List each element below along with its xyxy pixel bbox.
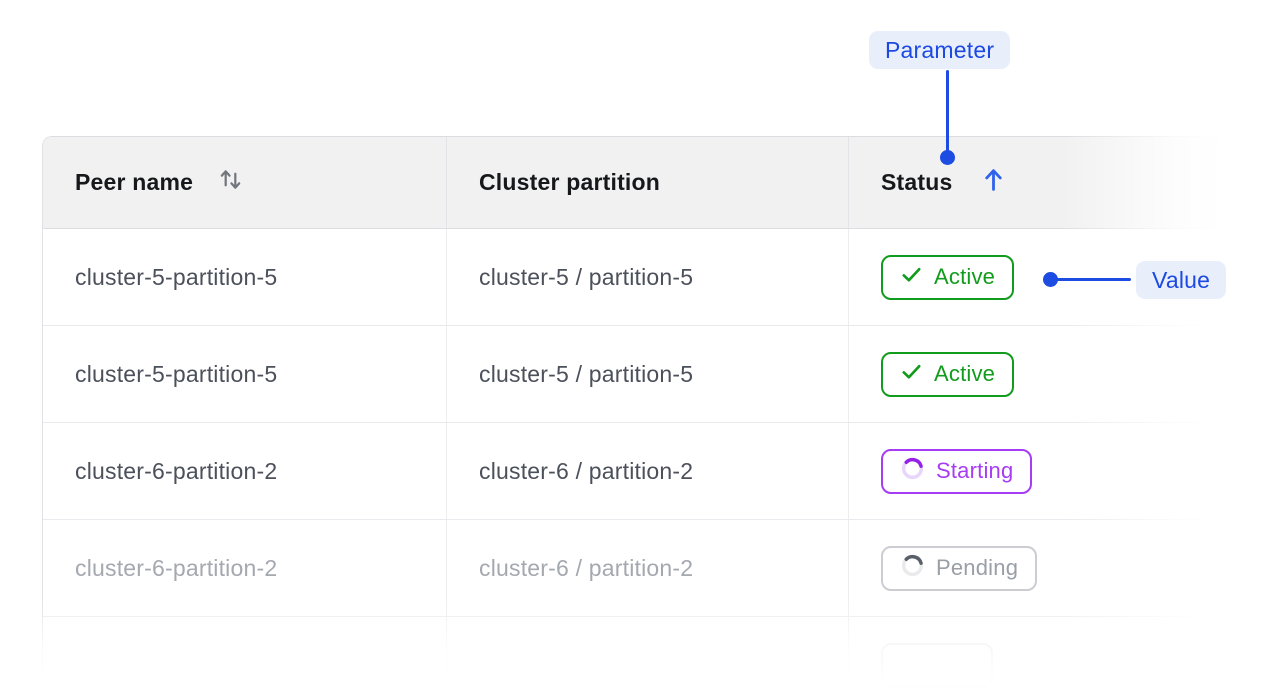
- status-badge-partial: [881, 643, 993, 688]
- table-header-row: Peer name Cluster partition Status: [43, 137, 1272, 229]
- value-callout-label: Value: [1152, 266, 1211, 293]
- sort-toggle-icon: [217, 166, 244, 199]
- value-connector-dot: [1043, 272, 1058, 287]
- cell-status: Active: [849, 326, 1272, 422]
- cell-peer-name: cluster-5-partition-5: [43, 229, 447, 325]
- parameter-connector-line: [946, 70, 949, 151]
- value-callout-chip: Value: [1136, 261, 1227, 299]
- status-badge-active: Active: [881, 254, 1015, 300]
- cell-peer-name: cluster-6-partition-2: [43, 520, 447, 616]
- cell-cluster-partition: cluster-5 / partition-5: [447, 326, 849, 422]
- cell-peer-name: cluster-5-partition-5: [43, 326, 447, 422]
- cell-cluster-partition: [447, 617, 849, 688]
- status-badge-label: Active: [934, 361, 996, 386]
- parameter-connector-dot: [940, 150, 955, 165]
- cell-cluster-partition: cluster-5 / partition-5: [447, 229, 849, 325]
- spinner-icon: [900, 553, 925, 584]
- value-connector-line: [1051, 278, 1131, 281]
- peers-table: Peer name Cluster partition Status: [42, 136, 1272, 688]
- parameter-callout-label: Parameter: [885, 36, 995, 63]
- table-row: [43, 617, 1272, 688]
- column-header-peer-name[interactable]: Peer name: [43, 137, 447, 228]
- cell-status: [849, 617, 1272, 688]
- status-badge-active: Active: [881, 351, 1015, 397]
- cell-status: Active: [849, 229, 1272, 325]
- status-badge-pending: Pending: [881, 545, 1038, 591]
- column-header-status[interactable]: Status: [849, 137, 1272, 228]
- status-badge-label: Pending: [936, 555, 1019, 580]
- table-row: cluster-6-partition-2 cluster-6 / partit…: [43, 520, 1272, 617]
- cell-peer-name: cluster-6-partition-2: [43, 423, 447, 519]
- cell-status: Pending: [849, 520, 1272, 616]
- cell-status: Starting: [849, 423, 1272, 519]
- sort-ascending-icon: [981, 166, 1006, 199]
- column-header-cluster-partition[interactable]: Cluster partition: [447, 137, 849, 228]
- column-header-label: Status: [881, 169, 953, 195]
- column-header-label: Peer name: [75, 169, 194, 195]
- table-row: cluster-6-partition-2 cluster-6 / partit…: [43, 423, 1272, 520]
- cell-cluster-partition: cluster-6 / partition-2: [447, 520, 849, 616]
- cell-cluster-partition: cluster-6 / partition-2: [447, 423, 849, 519]
- column-header-label: Cluster partition: [479, 169, 661, 195]
- status-badge-label: Starting: [936, 458, 1014, 483]
- parameter-callout-chip: Parameter: [869, 31, 1011, 69]
- cell-peer-name: [43, 617, 447, 688]
- check-icon: [900, 360, 923, 389]
- check-icon: [900, 263, 923, 292]
- status-badge-label: Active: [934, 264, 996, 289]
- table-row: cluster-5-partition-5 cluster-5 / partit…: [43, 326, 1272, 423]
- status-badge-starting: Starting: [881, 448, 1033, 494]
- spinner-icon: [900, 456, 925, 487]
